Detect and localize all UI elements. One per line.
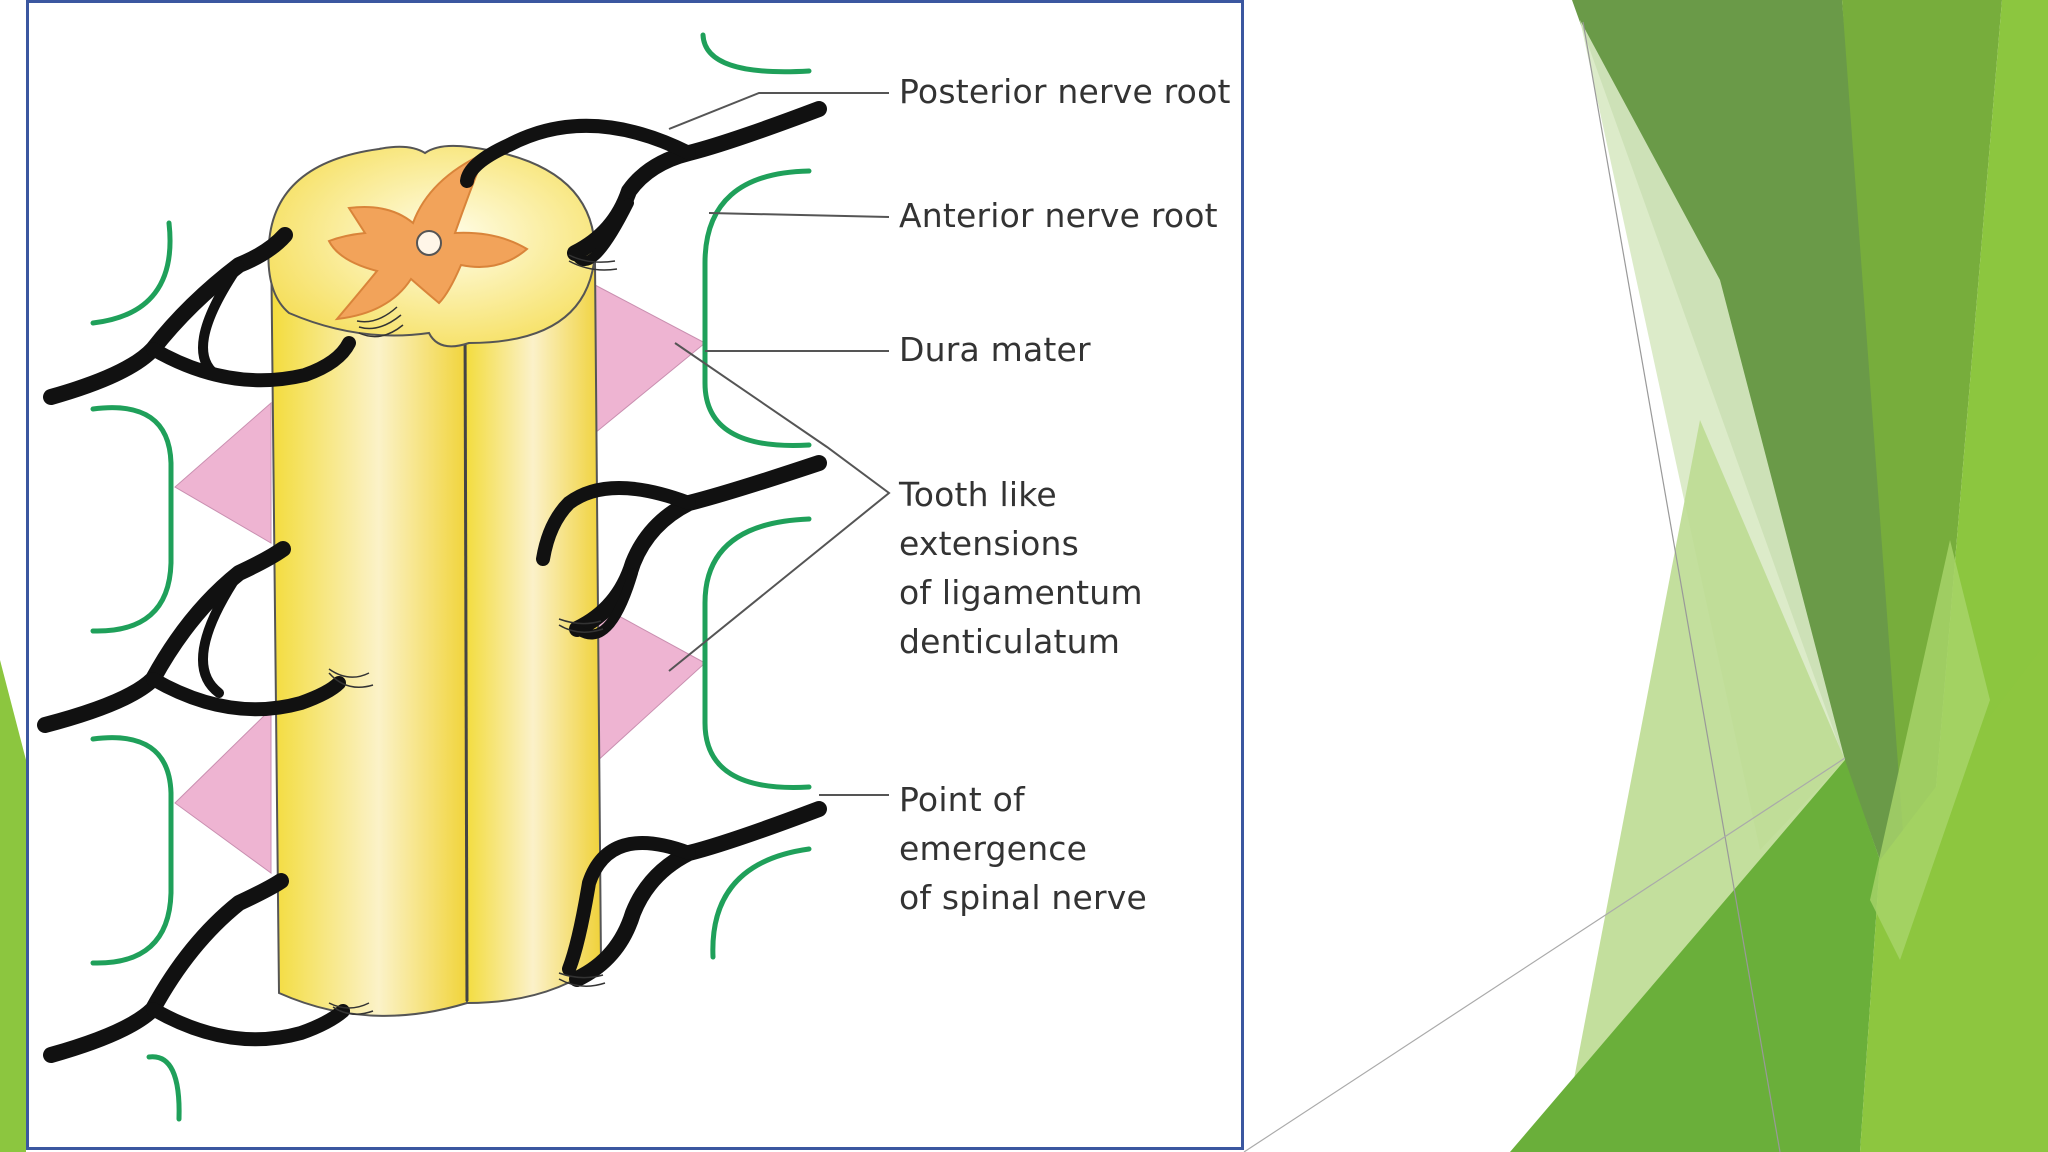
spinal-cord-illustration [37,32,891,1122]
facet-thin-line-2 [1243,757,1846,1152]
label-anterior-nerve-root: Anterior nerve root [899,196,1218,235]
label-line: emergence [899,829,1088,868]
left-edge-green-shape [0,660,26,1152]
label-line: of ligamentum [899,573,1143,612]
anterior-median-fissure [463,312,469,1002]
facet-lower-green [1510,760,1880,1152]
label-point-of-emergence: Point of emergence of spinal nerve [899,775,1147,922]
spinal-cord [267,144,603,1017]
label-line: of spinal nerve [899,878,1148,917]
label-line: denticulatum [899,622,1121,661]
label-line: extensions [899,524,1080,563]
leader-lines [668,92,891,796]
label-line: Point of [899,780,1025,819]
label-tooth-like-extensions: Tooth like extensions of ligamentum dent… [899,470,1143,666]
central-canal [416,230,442,256]
spinal-cord-figure: Posterior nerve root Anterior nerve root… [26,0,1244,1150]
facet-lower-lime [1860,640,2048,1152]
label-line: Tooth like [899,475,1057,514]
label-dura-mater: Dura mater [899,330,1091,369]
facet-mid-green [1842,0,2002,860]
facet-thin-line [1582,21,1781,1152]
facet-light-green [1560,420,1845,1152]
ligament-tooth [174,401,272,544]
facet-accent [1870,540,1990,960]
ligament-tooth [174,707,272,874]
rootlets [328,254,618,1015]
ligamentum-denticulatum [174,284,706,874]
label-posterior-nerve-root: Posterior nerve root [899,72,1231,111]
cord-left-column [269,231,469,1017]
ligament-tooth [594,284,706,435]
dura-mater-arcs [90,32,812,1122]
